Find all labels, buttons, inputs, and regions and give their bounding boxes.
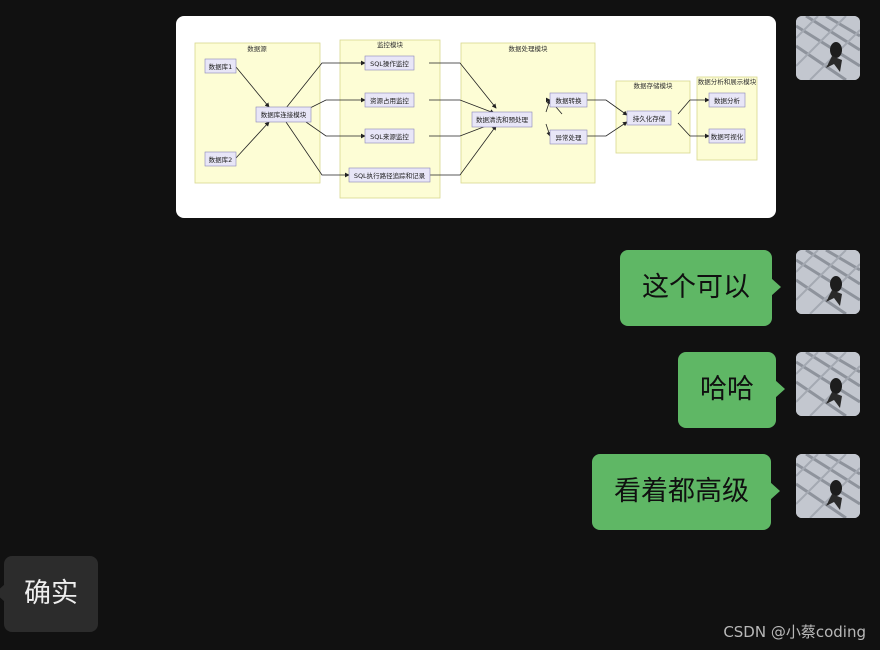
node-cleaning-label: 数据清洗和预处理 xyxy=(476,115,529,124)
avatar-photo xyxy=(796,454,860,518)
avatar[interactable] xyxy=(796,352,860,416)
group-title-processing: 数据处理模块 xyxy=(509,44,549,53)
node-sql-trace-label: SQL执行路径追踪和记录 xyxy=(354,171,426,180)
node-visual: 数据可视化 xyxy=(708,128,746,144)
avatar[interactable] xyxy=(796,454,860,518)
node-db1-label: 数据库1 xyxy=(209,62,233,71)
node-resource-label: 资源占用监控 xyxy=(370,96,410,105)
avatar-photo xyxy=(796,250,860,314)
node-analysis: 数据分析 xyxy=(708,92,746,108)
message-bubble-outgoing[interactable]: 这个可以 xyxy=(620,250,781,326)
image-message[interactable]: 数据源 监控模块 数据处理模块 数据存储模块 数据分析和展示模块 xyxy=(176,16,776,218)
node-sql-trace: SQL执行路径追踪和记录 xyxy=(348,167,431,183)
node-sql-op: SQL操作监控 xyxy=(364,55,415,71)
node-persist-label: 持久化存储 xyxy=(633,114,666,123)
watermark: CSDN @小蔡coding xyxy=(723,623,866,641)
avatar[interactable] xyxy=(796,16,860,80)
message-bubble-outgoing[interactable]: 看着都高级 xyxy=(592,454,780,530)
group-title-storage: 数据存储模块 xyxy=(634,81,674,90)
node-cleaning: 数据清洗和预处理 xyxy=(471,111,533,128)
node-anomaly-label: 异常处理 xyxy=(556,133,583,142)
node-sql-source: SQL来源监控 xyxy=(364,128,415,144)
node-transform-label: 数据转换 xyxy=(556,96,583,105)
node-transform: 数据转换 xyxy=(549,92,588,108)
node-connector-label: 数据库连接模块 xyxy=(261,110,307,119)
node-analysis-label: 数据分析 xyxy=(714,96,741,105)
node-db2-label: 数据库2 xyxy=(209,155,233,164)
avatar[interactable] xyxy=(796,250,860,314)
message-bubble-outgoing[interactable]: 哈哈 xyxy=(678,352,785,428)
avatar-photo xyxy=(796,352,860,416)
node-db2: 数据库2 xyxy=(204,151,237,167)
node-connector: 数据库连接模块 xyxy=(255,106,312,123)
node-sql-op-label: SQL操作监控 xyxy=(370,59,409,68)
node-anomaly: 异常处理 xyxy=(549,129,588,145)
node-sql-source-label: SQL来源监控 xyxy=(370,132,409,141)
diagram-arrows xyxy=(235,60,710,178)
node-persist: 持久化存储 xyxy=(626,110,672,126)
node-db1: 数据库1 xyxy=(204,58,237,74)
architecture-diagram: 数据源 监控模块 数据处理模块 数据存储模块 数据分析和展示模块 xyxy=(194,39,758,199)
avatar-photo xyxy=(796,16,860,80)
group-title-analysis: 数据分析和展示模块 xyxy=(698,77,757,86)
node-resource: 资源占用监控 xyxy=(364,92,415,108)
message-bubble-incoming[interactable]: 确实 xyxy=(0,556,98,632)
group-title-monitor: 监控模块 xyxy=(377,40,404,49)
group-title-source: 数据源 xyxy=(247,44,267,53)
node-visual-label: 数据可视化 xyxy=(711,132,744,141)
